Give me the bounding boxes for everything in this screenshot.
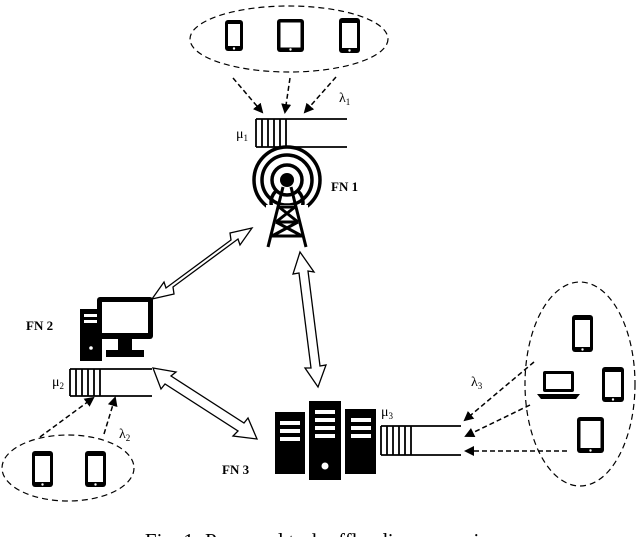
fn1-service-rate: μ1 [236, 127, 248, 143]
fn2-service-rate: μ2 [52, 375, 64, 391]
fn2-arrival-rate: λ2 [119, 427, 130, 443]
fn1-queue [255, 118, 347, 148]
server-rack-icon [275, 401, 376, 480]
fn1-arrival-arrows [232, 76, 337, 114]
link-fn1-fn2-arrow [150, 226, 254, 301]
fn2-label: FN 2 [26, 318, 53, 333]
smartphone-icon [225, 20, 243, 51]
fn3-device-cluster [524, 281, 636, 487]
tablet-icon [577, 417, 604, 453]
fn3-label: FN 3 [222, 462, 250, 477]
link-fn2-fn3-arrow [151, 367, 259, 440]
link-fn1-fn3-arrow [292, 250, 327, 389]
fn3-arrival-rate: λ3 [471, 375, 483, 391]
fn1-arrival-rate: λ1 [339, 91, 350, 107]
smartphone-icon [85, 451, 106, 487]
desktop-computer-icon [80, 297, 153, 361]
figure-caption: Fig. 1: Proposed task offloading scenari… [145, 529, 495, 537]
smartphone-icon [572, 315, 593, 352]
cell-tower-icon [252, 145, 322, 248]
tablet-icon [277, 19, 304, 52]
smartphone-icon [602, 367, 624, 402]
fn1-label: FN 1 [331, 179, 358, 194]
fn3-service-rate: μ3 [381, 405, 394, 421]
fn3-arrival-arrows [463, 361, 567, 456]
fn2-arrival-arrows [39, 396, 118, 438]
fn3-queue [380, 425, 461, 456]
fn2-device-cluster [1, 434, 135, 502]
smartphone-icon [32, 451, 53, 487]
fn1-device-cluster [189, 5, 389, 73]
smartphone-icon [339, 18, 360, 53]
laptop-icon [537, 371, 580, 399]
fn2-queue [69, 368, 152, 397]
